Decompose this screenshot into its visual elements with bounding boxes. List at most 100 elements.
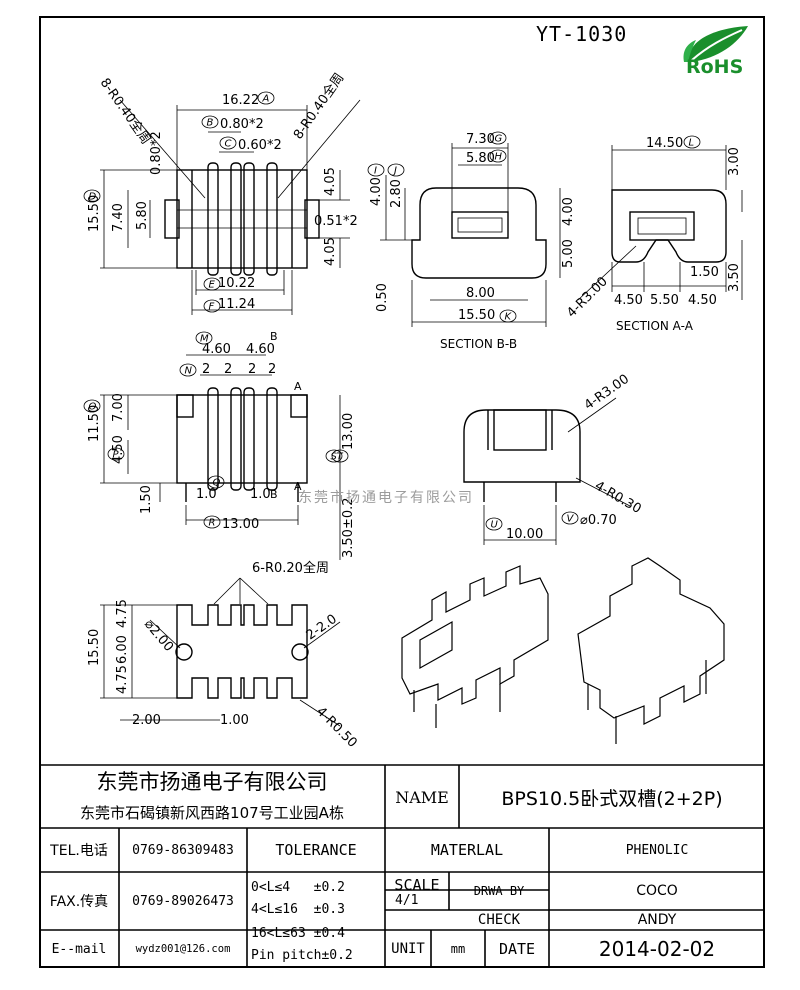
dim-label: 4.60 [202, 342, 231, 357]
balloon: H [489, 149, 507, 163]
model-number: YT-1030 [536, 22, 628, 46]
dim-label: 16.22 [222, 93, 259, 108]
email-value: wydz001@126.com [135, 943, 231, 955]
svg-text:D: D [89, 192, 97, 203]
unit-value: mm [450, 942, 466, 956]
svg-text:F: F [209, 302, 215, 313]
tolerance-row: 0<L≤4 ±0.2 [251, 879, 345, 895]
balloon: J [387, 163, 405, 177]
dim-label: 10.00 [506, 527, 543, 542]
date-label: DATE [498, 940, 536, 958]
dim-label: 1.50 [139, 485, 154, 514]
name-label: NAME [395, 787, 449, 807]
dim-label: 8-R0.40全周 [97, 75, 154, 147]
dim-label: 2.00 [132, 713, 161, 728]
dim-label: 3.50 [727, 263, 742, 292]
balloon: O [83, 399, 101, 413]
dim-label: 4.50 [111, 435, 126, 464]
dim-label: 3.00 [727, 147, 742, 176]
tolerance-label: TOLERANCE [275, 841, 357, 859]
dim-label: 4.05 [323, 167, 338, 196]
dim-label: 2 [202, 362, 210, 377]
balloon: K [499, 309, 517, 323]
balloon: R [203, 515, 221, 529]
email-label: E--mail [51, 941, 107, 957]
dim-label: 0.80*2 [220, 117, 264, 132]
svg-text:R: R [209, 518, 216, 529]
dim-label: 3.50±0.2 [341, 497, 356, 558]
svg-text:T: T [337, 452, 344, 463]
dim-label: 2-2.0 [304, 612, 340, 644]
section-aa [611, 189, 727, 263]
balloon: C [219, 136, 237, 150]
dim-label: 15.50 [87, 629, 102, 666]
top-view-dims [100, 99, 361, 315]
balloon: F [203, 299, 221, 313]
dim-label: 4.50 [614, 293, 643, 308]
svg-text:N: N [185, 366, 193, 377]
svg-text:A: A [262, 94, 270, 105]
dim-label: 4.00 [369, 177, 384, 206]
unit-label: UNIT [391, 941, 425, 957]
svg-text:S: S [331, 452, 338, 463]
dim-label: 0.50 [375, 283, 390, 312]
section-caption: SECTION B-B [440, 337, 517, 351]
material-value: PHENOLIC [625, 842, 689, 858]
reference-balloons: A B C D E F G H I J K L M N O P Q R S T … [83, 91, 701, 531]
balloon: T [331, 449, 349, 463]
scale-value: 4/1 [395, 892, 419, 908]
dim-label: 5.50 [650, 293, 679, 308]
svg-text:L: L [689, 138, 695, 149]
tolerance-row: 16<L≤63 ±0.4 [251, 925, 345, 941]
dim-label: 5.00 [561, 239, 576, 268]
dim-label: 4-R3.00 [582, 372, 632, 414]
part-name: BPS10.5卧式双槽(2+2P) [501, 787, 723, 810]
dim-label: 1.50 [690, 265, 719, 280]
drwa-value: COCO [636, 883, 678, 899]
balloon: L [683, 135, 701, 149]
svg-text:O: O [89, 402, 97, 413]
title-block-grid [39, 764, 765, 968]
dim-label: 2 [248, 362, 256, 377]
balloon: E [203, 277, 221, 291]
dim-label: 11.24 [218, 297, 255, 312]
isometric-view-2 [577, 557, 725, 744]
svg-text:V: V [567, 514, 575, 525]
svg-text:P: P [113, 450, 120, 461]
dim-label: ⌀2.00 [141, 617, 176, 655]
balloon: S [325, 449, 343, 463]
svg-text:E: E [209, 280, 216, 291]
tel-label: TEL.电话 [50, 843, 108, 859]
rohs-label: RoHS [686, 56, 744, 78]
dim-label: ⌀0.70 [580, 513, 617, 528]
section-mark: A [294, 380, 302, 393]
dim-label: 7.40 [111, 203, 126, 232]
dim-label: 4-R0.30 [592, 478, 644, 516]
dim-label: 4-R0.50 [313, 704, 360, 751]
svg-text:J: J [392, 166, 397, 177]
section-mark: A [294, 480, 302, 493]
svg-text:G: G [495, 134, 503, 145]
dim-label: 7.00 [111, 393, 126, 422]
bottom-view [175, 604, 309, 699]
side-view-dims [483, 397, 631, 545]
fax-value: 0769-89026473 [132, 893, 234, 909]
balloon: I [367, 163, 385, 177]
dim-label: 4.05 [323, 237, 338, 266]
dim-label: 14.50 [646, 136, 683, 151]
section-aa-dims [577, 145, 743, 301]
section-caption: SECTION A-A [616, 319, 694, 333]
dim-label: 0.51*2 [314, 214, 358, 229]
dim-label: 8-R0.40全周 [290, 70, 347, 142]
dim-label: 13.00 [341, 413, 356, 450]
section-bb-dims [380, 143, 561, 327]
svg-text:C: C [225, 139, 232, 150]
fax-label: FAX.传真 [49, 894, 109, 910]
svg-text:H: H [495, 152, 503, 163]
dim-label: 15.50 [87, 195, 102, 232]
title-block: 东莞市扬通电子有限公司 东莞市石碣镇新风西路107号工业园A栋 NAME BPS… [39, 764, 765, 968]
isometric-view-1 [401, 565, 549, 728]
dim-label: 4.50 [688, 293, 717, 308]
dim-label: 4.60 [246, 342, 275, 357]
